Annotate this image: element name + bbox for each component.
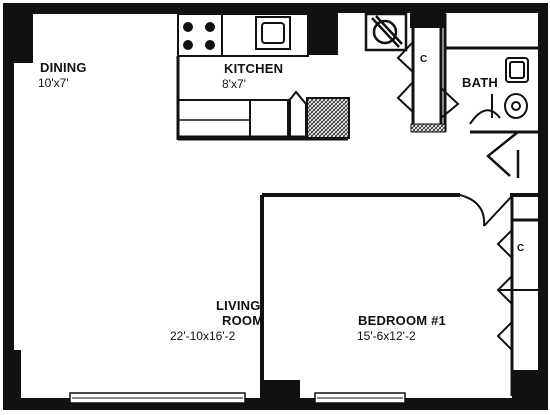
entry-door <box>486 131 520 178</box>
kitchen-fixtures <box>176 13 348 141</box>
bath-walls <box>443 14 538 134</box>
bath-door <box>440 87 460 119</box>
dining-label: DINING <box>40 60 87 75</box>
bedroom-label: BEDROOM #1 <box>358 313 446 328</box>
dining-size: 10'x7' <box>38 76 69 90</box>
hall-closet-base <box>410 123 446 133</box>
closet-bifold-doors <box>396 41 414 113</box>
bedroom-closet-mark: C <box>517 243 525 254</box>
kitchen-size: 8'x7' <box>222 77 246 91</box>
windows <box>69 392 406 404</box>
bedroom-size: 15'-6x12'-2 <box>357 329 416 343</box>
bedroom-closet-hatch <box>512 370 538 398</box>
kitchen-hatch <box>306 97 350 139</box>
bath-fixtures <box>469 57 529 125</box>
hall-closet <box>411 28 443 132</box>
bedroom-closet-doors <box>496 229 538 351</box>
living-corner-hatch <box>330 14 338 44</box>
living-label-line2: ROOM <box>222 313 264 328</box>
bath-label: BATH <box>462 75 498 90</box>
utility-symbol <box>364 12 408 52</box>
bedroom-walls <box>260 193 538 400</box>
bedroom-closet <box>510 196 538 396</box>
living-label-line1: LIVING <box>216 298 261 313</box>
hall-closet-mark: C <box>420 54 428 65</box>
living-size: 22'-10x16'-2 <box>170 329 236 343</box>
kitchen-label: KITCHEN <box>224 61 284 76</box>
bedroom-door <box>459 194 513 227</box>
bedroom-wall-block <box>260 380 300 402</box>
